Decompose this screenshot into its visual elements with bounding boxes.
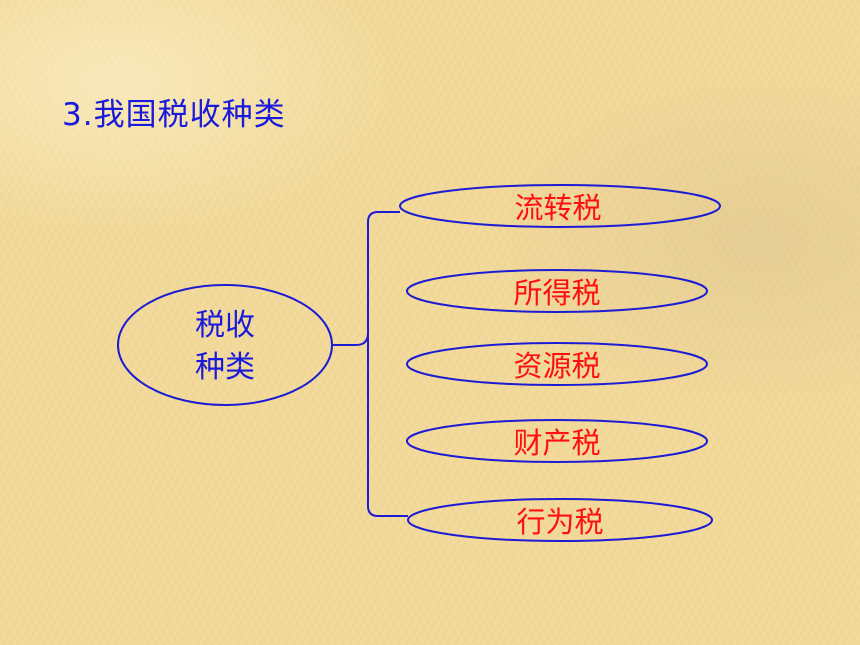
leaf-node: 财产税	[406, 419, 708, 463]
leaf-node-ellipse	[406, 419, 708, 463]
root-label-line-1: 税收	[195, 308, 255, 343]
root-node: 税收 种类	[117, 284, 333, 406]
leaf-node-ellipse	[406, 269, 708, 313]
leaf-node-label: 流转税	[514, 191, 601, 225]
leaf-node-label: 资源税	[513, 349, 600, 383]
root-node-ellipse	[117, 284, 333, 406]
leaf-node: 行为税	[407, 498, 713, 542]
brace-bracket	[367, 211, 408, 517]
leaf-node-ellipse	[399, 184, 721, 228]
leaf-node-label: 所得税	[513, 276, 600, 310]
leaf-node: 资源税	[406, 342, 708, 386]
leaf-node: 流转税	[399, 184, 721, 228]
leaf-node-label: 行为税	[516, 505, 603, 539]
leaf-node-ellipse	[406, 342, 708, 386]
leaf-node: 所得税	[406, 269, 708, 313]
leaf-node-label: 财产税	[513, 426, 600, 460]
slide-title: 3.我国税收种类	[62, 97, 286, 133]
connector-stem	[332, 332, 369, 346]
root-label-line-2: 种类	[195, 350, 255, 385]
leaf-node-ellipse	[407, 498, 713, 542]
